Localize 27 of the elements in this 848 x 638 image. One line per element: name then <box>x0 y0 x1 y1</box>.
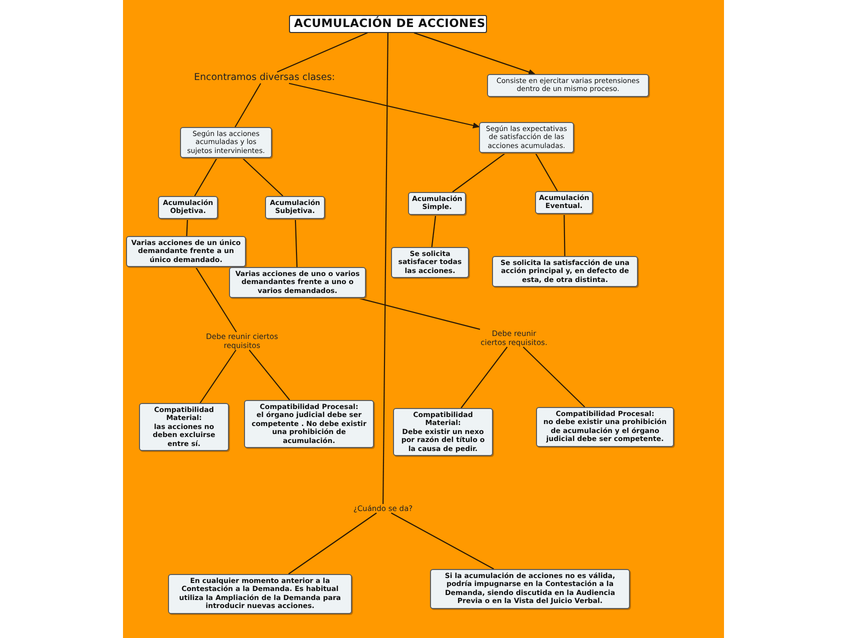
connector-line <box>431 214 436 248</box>
arrow <box>414 32 536 75</box>
connector-line <box>242 158 284 196</box>
connector-line <box>186 218 188 236</box>
connector-line <box>522 346 586 408</box>
concept-box <box>244 400 374 448</box>
connector-line <box>195 266 237 332</box>
connector-line <box>390 512 494 570</box>
connector-line <box>194 158 218 196</box>
connector-line <box>234 83 262 128</box>
concept-box <box>536 407 674 447</box>
concept-text: Encontramos diversas clases: <box>194 72 334 84</box>
connector-line <box>276 32 368 72</box>
connector-line <box>535 152 558 192</box>
connector-line <box>564 214 566 256</box>
concept-box <box>139 403 229 451</box>
connector-line <box>358 298 480 330</box>
connector-line <box>452 152 506 192</box>
connector-line <box>200 350 236 404</box>
connector-line <box>382 32 388 504</box>
connector-line <box>248 350 290 400</box>
connector-line <box>288 512 377 574</box>
title-box: ACUMULACIÓN DE ACCIONES <box>289 15 487 33</box>
concept-box <box>393 408 493 456</box>
arrow <box>288 82 480 128</box>
connector-line <box>460 346 508 408</box>
connector-line <box>294 218 298 268</box>
